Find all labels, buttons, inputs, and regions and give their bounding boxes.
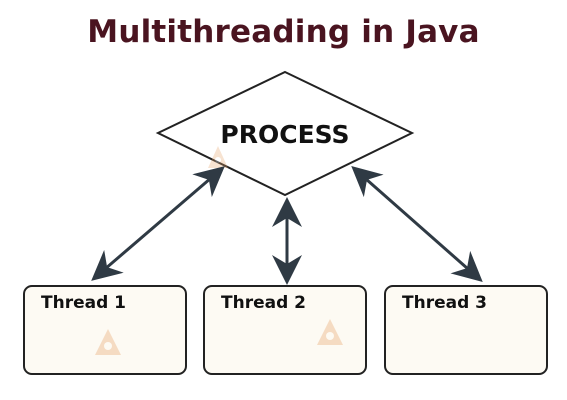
thread-label-2: Thread 2 xyxy=(221,293,306,313)
arrow-process-thread-3 xyxy=(351,166,483,282)
process-diamond xyxy=(155,70,415,197)
thread-label-1: Thread 1 xyxy=(41,293,126,313)
diagram-title: Multithreading in Java xyxy=(87,14,480,50)
thread-box-1: Thread 1 xyxy=(23,285,187,375)
process-label: PROCESS xyxy=(220,120,349,149)
watermark-logo xyxy=(208,146,228,168)
arrow-process-thread-1 xyxy=(91,166,225,281)
thread-box-2: Thread 2 xyxy=(203,285,367,375)
watermark-logo xyxy=(95,329,121,355)
thread-box-3: Thread 3 xyxy=(384,285,548,375)
watermark-logo xyxy=(317,319,343,345)
thread-label-3: Thread 3 xyxy=(402,293,487,313)
